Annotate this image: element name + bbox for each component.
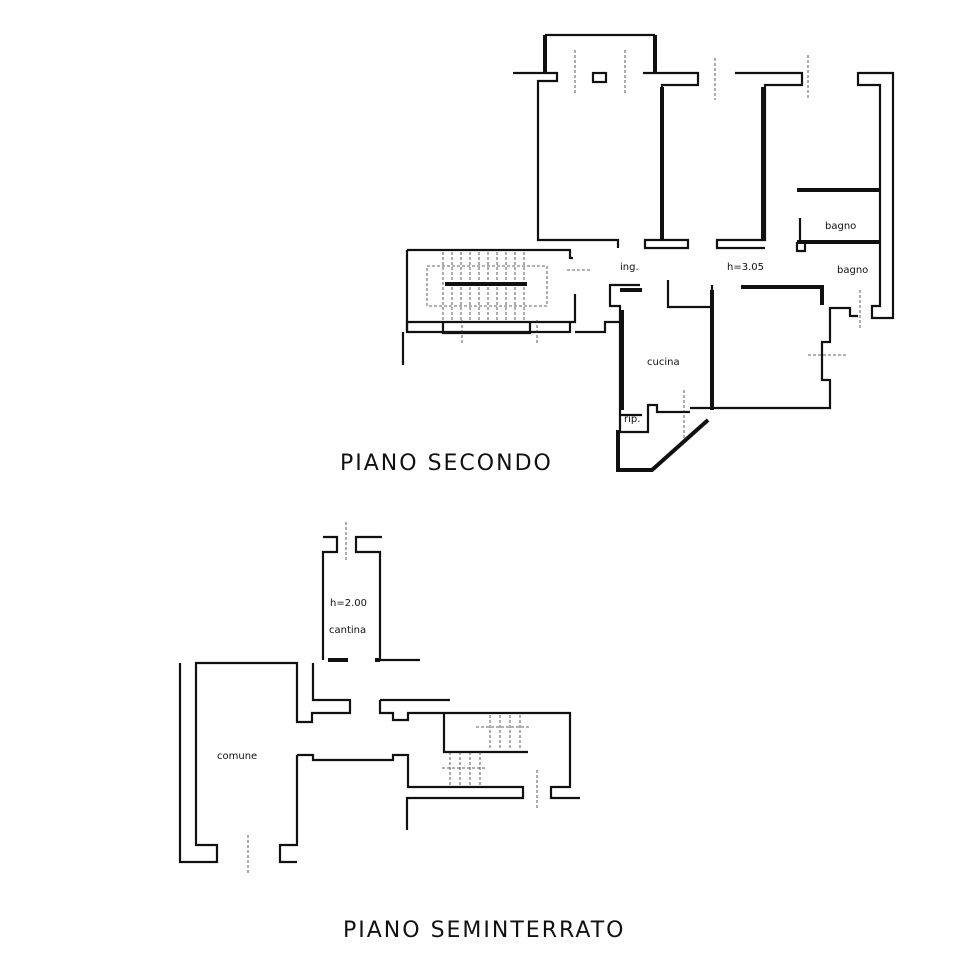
window-marks: [461, 50, 861, 440]
wall-stub: [643, 238, 690, 250]
wall-segment: [643, 71, 700, 240]
kitchen-partition: [666, 280, 714, 410]
common-room-walls: [178, 661, 352, 864]
balcony-kitchen: [616, 418, 710, 472]
bathroom-door-jamb: [795, 218, 807, 253]
room-2-walls: [715, 71, 804, 250]
stair-outline: [426, 265, 548, 307]
label-storage: rip.: [624, 414, 640, 425]
stair-front-wall: [405, 294, 620, 335]
label-bathroom-2: bagno: [837, 265, 868, 276]
room-1-walls: [513, 71, 620, 248]
label-cellar-height: h=2.00: [330, 598, 367, 609]
stair-landing: [442, 713, 528, 754]
balcony-walls: [543, 35, 657, 73]
upper-plan-title: PIANO SECONDO: [340, 451, 553, 476]
bathroom-walls: [797, 188, 880, 244]
outer-right-wall: [856, 71, 895, 320]
pillar: [591, 71, 608, 84]
label-kitchen: cucina: [647, 357, 680, 368]
lower-floor-plan: h=2.00 cantina comune PIANO SEMINTERRATO: [178, 522, 625, 943]
label-cellar: cantina: [329, 625, 366, 636]
room-3-top-wall: [741, 285, 824, 305]
lower-plan-title: PIANO SEMINTERRATO: [343, 918, 625, 943]
stair-block-walls: [378, 698, 580, 800]
label-ceiling-height: h=3.05: [727, 262, 764, 273]
upper-floor-plan: ing. h=3.05 bagno bagno cucina rip. PIAN…: [340, 33, 895, 476]
room-3-walls: [690, 306, 858, 410]
stair-steps: [247, 715, 538, 875]
corridor-walls: [278, 753, 525, 864]
kitchen-wall: [620, 288, 642, 410]
stair-well: [401, 248, 573, 365]
label-bathroom-1: bagno: [825, 221, 856, 232]
cellar-walls: [321, 535, 382, 660]
label-entrance: ing.: [620, 262, 639, 273]
label-common: comune: [217, 751, 257, 762]
